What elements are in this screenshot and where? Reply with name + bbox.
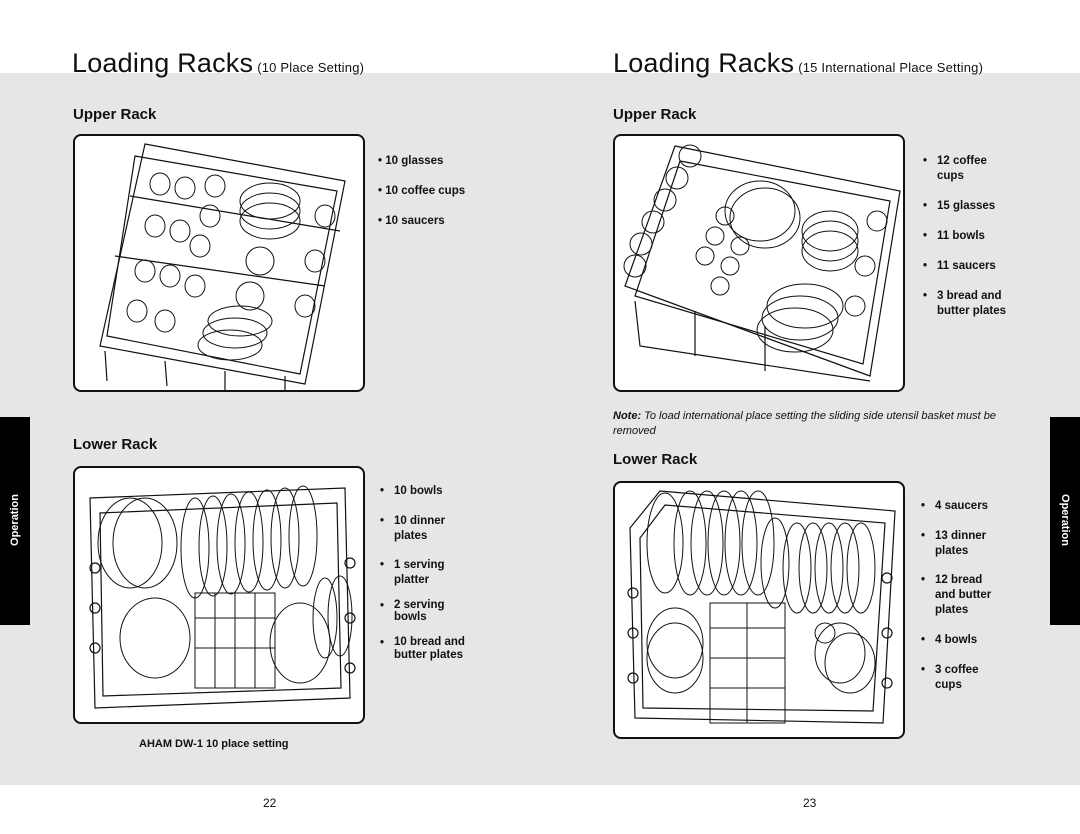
bullet: • [921,634,926,646]
bullet: • [380,485,385,497]
item-text: 10 bowls [394,485,443,497]
right-upper-rack-heading: Upper Rack [613,106,697,123]
left-title-sub: (10 Place Setting) [257,60,365,75]
left-page-title: Loading Racks(10 Place Setting) [72,48,364,79]
bullet: • [921,664,926,676]
bullet: • [921,574,926,586]
list-item: • 10 saucers [378,214,445,229]
right-title-main: Loading Racks [613,48,795,78]
bullet: • [380,559,385,571]
bullet: • [923,290,928,302]
note-text: To load international place setting the … [613,410,996,437]
bullet: • [923,230,928,242]
bullet: • [921,530,926,542]
bullet: • [380,600,385,612]
item-text: 3 coffee cups [935,664,979,691]
left-side-tab: Operation [0,417,30,625]
item-text: 4 saucers [935,500,989,512]
item-text: 10 coffee cups [385,185,466,197]
item-text: 4 bowls [935,634,978,646]
item-text: 10 dinner plates [394,515,446,542]
international-note: Note: To load international place settin… [613,409,1005,439]
item-text: 11 bowls [937,230,985,242]
item-text: 11 saucers [937,260,996,272]
item-text: 10 bread and butter plates [394,636,465,661]
bullet: • [923,155,928,167]
item-text: 1 serving platter [394,559,445,586]
left-upper-rack-illustration [73,134,365,392]
right-lower-rack-heading: Lower Rack [613,451,698,468]
bullet: • [923,200,928,212]
left-lower-rack-heading: Lower Rack [73,436,158,453]
right-page-title: Loading Racks(15 International Place Set… [613,48,983,79]
side-tab-label: Operation [9,494,21,546]
item-text: 12 coffee cups [937,155,987,182]
left-title-main: Loading Racks [72,48,254,78]
note-label: Note: [613,410,642,422]
bullet: • [380,515,385,527]
item-text: 15 glasses [937,200,996,212]
item-text: 10 glasses [385,155,444,167]
bullet: • [378,215,383,227]
right-page-number: 23 [803,796,817,810]
bullet: • [921,500,926,512]
left-upper-rack-heading: Upper Rack [73,106,157,123]
right-upper-rack-illustration [613,134,905,392]
item-text: 2 serving bowls [394,599,445,623]
list-item: • 10 coffee cups [378,184,465,199]
right-title-sub: (15 International Place Setting) [798,60,984,75]
left-lower-rack-illustration [73,466,365,724]
item-text: 3 bread and butter plates [937,290,1007,317]
bullet: • [380,637,385,649]
item-text: 10 saucers [385,215,445,227]
bullet: • [378,155,383,167]
item-text: 13 dinner plates [935,530,987,557]
item-text: 12 bread and butter plates [935,574,992,616]
bullet: • [923,260,928,272]
list-item: • 10 glasses [378,154,443,169]
right-side-tab: Operation [1050,417,1080,625]
left-page-number: 22 [263,796,277,810]
right-lower-rack-illustration [613,481,905,739]
left-rack-caption: AHAM DW-1 10 place setting [139,738,289,750]
side-tab-label: Operation [1059,494,1071,546]
bullet: • [378,185,383,197]
